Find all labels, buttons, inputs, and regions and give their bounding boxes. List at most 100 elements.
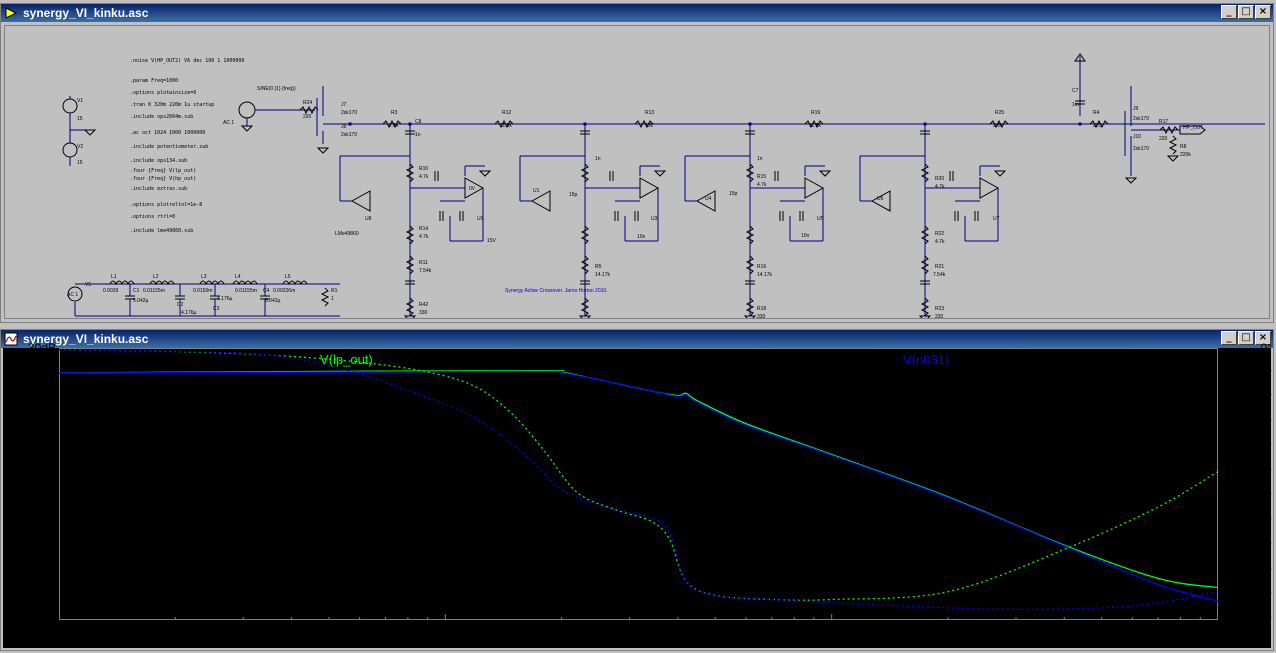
component-label[interactable]: R13 (645, 110, 655, 116)
component-label[interactable]: 0.00226m (273, 288, 296, 294)
spice-directive[interactable]: .four {Freq} V(hp_out) (130, 176, 197, 182)
component-label[interactable]: 15 (77, 116, 83, 122)
component-label[interactable]: 14.17k (595, 272, 611, 278)
component-label[interactable]: SINE(0 {1} {freq}) (257, 86, 296, 92)
spice-directive[interactable]: .options rtrl=0 (130, 214, 176, 220)
component-label[interactable]: L1 (111, 274, 117, 280)
component-label[interactable]: J7 (341, 102, 347, 108)
component-label[interactable]: 0.01155m (143, 288, 165, 294)
component-label[interactable]: 2.6k (389, 123, 399, 129)
component-label[interactable]: R18 (757, 306, 767, 312)
component-label[interactable]: R12 (502, 110, 512, 116)
component-label[interactable]: R1 (331, 288, 338, 294)
component-label[interactable]: 7.54k (419, 268, 432, 274)
component-label[interactable]: U4 (705, 196, 712, 202)
schematic-window[interactable]: synergy_VI_kinku.asc _ □ × .noise V(HP_O… (0, 3, 1274, 323)
component-label[interactable]: R15 (757, 174, 767, 180)
component-label[interactable]: U8 (365, 216, 372, 222)
plot-area[interactable] (59, 348, 1218, 620)
schematic-canvas[interactable]: .noise V(HP_OUT2) V6 dec 100 1 1000000 .p… (4, 25, 1270, 319)
close-button[interactable]: × (1255, 5, 1271, 19)
component-label[interactable]: 14.17k (757, 272, 773, 278)
component-label[interactable]: 4.176µ (217, 296, 233, 302)
component-label[interactable]: AC 1 (223, 120, 235, 126)
component-label[interactable]: R25 (995, 110, 1005, 116)
component-label[interactable]: 4.7k (935, 184, 945, 190)
component-label[interactable]: 15p (569, 192, 578, 198)
minimize-button[interactable]: _ (1221, 5, 1237, 19)
spice-directive[interactable]: .ac oct 1024 1000 1000000 (130, 130, 206, 136)
component-label[interactable]: 4.7k (419, 174, 429, 180)
component-label[interactable]: R16 (757, 264, 767, 270)
component-label[interactable]: 5.042µ (133, 298, 149, 304)
component-label[interactable]: R42 (419, 302, 429, 308)
component-label[interactable]: R3 (391, 110, 398, 116)
trace-label-n031[interactable]: V(n031) (903, 352, 950, 367)
component-label[interactable]: AC 1 (67, 292, 79, 298)
component-label[interactable]: C4 (263, 288, 270, 294)
component-label[interactable]: C7 (1072, 88, 1079, 94)
maximize-button[interactable]: □ (1238, 5, 1254, 19)
spice-directive[interactable]: .noise V(HP_OUT2) V6 dec 100 1 1000000 (130, 58, 245, 64)
schematic-title-bar[interactable]: synergy_VI_kinku.asc _ □ × (1, 4, 1273, 22)
component-label[interactable]: R4 (1093, 110, 1100, 116)
component-label[interactable]: 10n (637, 234, 646, 240)
component-label[interactable]: R11 (419, 260, 428, 266)
component-label[interactable]: 220 (303, 114, 312, 120)
component-label[interactable]: U3 (651, 216, 658, 222)
component-label[interactable]: L2 (153, 274, 159, 280)
component-label[interactable]: L5 (285, 274, 291, 280)
spice-directive[interactable]: .options plotreltol=1e-8 (130, 202, 203, 208)
component-label[interactable]: R24 (303, 100, 313, 106)
component-label[interactable]: C1 (133, 288, 140, 294)
component-label[interactable]: 4.7k (419, 234, 429, 240)
spice-directive[interactable]: .include ops2604m.sub (130, 114, 194, 120)
component-label[interactable]: R8 (1180, 144, 1187, 150)
component-label[interactable]: L4 (235, 274, 241, 280)
spice-directive[interactable]: .options plotwinsize=0 (130, 90, 197, 96)
component-label[interactable]: 10n (801, 233, 810, 239)
component-label[interactable]: L3 (201, 274, 207, 280)
component-label[interactable]: 1n (415, 132, 421, 138)
component-label[interactable]: 11.5k (809, 123, 821, 129)
component-label[interactable]: 220k (1180, 152, 1191, 158)
component-label[interactable]: J8 (341, 124, 347, 130)
component-label[interactable]: U6 (877, 196, 884, 202)
component-label[interactable]: R14 (419, 226, 429, 232)
component-label[interactable]: R5 (595, 264, 602, 270)
component-label[interactable]: V2 (77, 144, 84, 150)
component-label[interactable]: 2.6k (993, 123, 1003, 129)
component-label[interactable]: LMe49860 (335, 231, 359, 237)
component-label[interactable]: U5 (817, 216, 824, 222)
component-label[interactable]: 330 (757, 314, 766, 319)
component-label[interactable]: U1 (533, 188, 540, 194)
component-label[interactable]: 2sk170 (1133, 146, 1150, 152)
component-label[interactable]: 0.01155m (235, 288, 257, 294)
component-label[interactable]: 5.042µ (265, 298, 281, 304)
component-label[interactable]: 1 (331, 296, 334, 302)
component-label[interactable]: 330 (935, 314, 944, 319)
spice-directive[interactable]: .four {Freq} V(lp_out) (130, 168, 197, 174)
component-label[interactable]: C3 (213, 306, 220, 312)
component-label[interactable]: 220 (1093, 123, 1102, 129)
component-label[interactable]: 2sk170 (341, 110, 358, 116)
spice-directive[interactable]: .include potentiometer.sub (130, 144, 209, 150)
component-label[interactable]: 2sk170 (1133, 116, 1150, 122)
plot-close-button[interactable]: × (1255, 331, 1271, 345)
component-label[interactable]: 15k (645, 123, 654, 129)
spice-directive[interactable]: .param Freq=1000 (130, 78, 179, 84)
component-label[interactable]: 15V (487, 238, 496, 244)
component-label[interactable]: V5 (85, 282, 92, 288)
plot-title-bar[interactable]: synergy_VI_kinku.asc _ □ × (1, 330, 1273, 348)
component-label[interactable]: R17 (1159, 119, 1169, 125)
component-label[interactable]: 1n (595, 156, 601, 162)
component-label[interactable]: C2 (177, 302, 184, 308)
component-label[interactable]: 1n (757, 156, 763, 162)
plot-minimize-button[interactable]: _ (1221, 331, 1237, 345)
component-label[interactable]: R21 (935, 264, 945, 270)
component-label[interactable]: V1 (77, 98, 84, 104)
component-label[interactable]: J9 (1133, 106, 1139, 112)
component-label[interactable]: R10 (419, 166, 429, 172)
component-label[interactable]: U9 (477, 216, 484, 222)
component-label[interactable]: R22 (935, 231, 945, 237)
